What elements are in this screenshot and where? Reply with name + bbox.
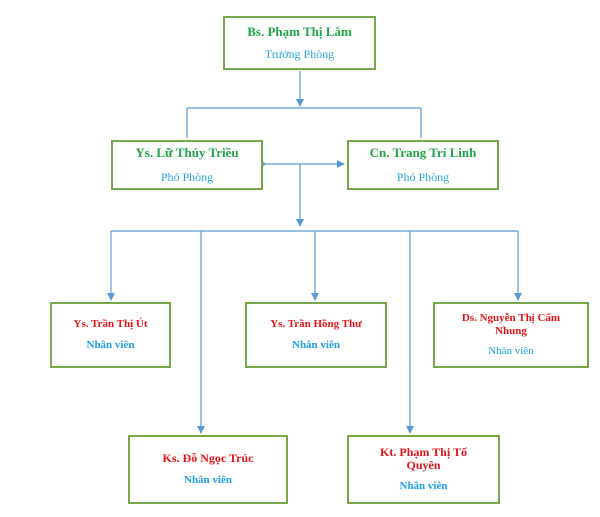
staff-name: Ys. Trần Hồng Thư xyxy=(270,317,362,330)
staff-node-3: Ds. Nguyễn Thị Cẩm Nhung Nhân viên xyxy=(433,302,589,368)
staff-role: Nhân viên xyxy=(292,339,340,352)
staff-node-4: Ks. Đỗ Ngọc Trúc Nhân viên xyxy=(128,435,288,504)
staff-node-1: Ys. Trần Thị Út Nhân viên xyxy=(50,302,171,368)
head-name: Bs. Phạm Thị Lắm xyxy=(247,23,352,39)
staff-role: Nhân viên xyxy=(488,344,534,357)
deputy-role: Phó Phòng xyxy=(396,169,450,184)
staff-name: Ks. Đỗ Ngọc Trúc xyxy=(162,450,254,465)
staff-node-5: Kt. Phạm Thị Tố Quyên Nhân viên xyxy=(347,435,500,504)
head-node: Bs. Phạm Thị Lắm Trưởng Phòng xyxy=(223,16,376,70)
deputy-node-2: Cn. Trang Trí Linh Phó Phòng xyxy=(347,140,499,190)
staff-role: Nhân viên xyxy=(184,474,232,487)
staff-role: Nhân viên xyxy=(399,480,448,493)
deputy-role: Phó Phòng xyxy=(160,169,214,184)
staff-name: Ys. Trần Thị Út xyxy=(73,317,148,330)
staff-node-2: Ys. Trần Hồng Thư Nhân viên xyxy=(245,302,387,368)
head-role: Trưởng Phòng xyxy=(264,46,335,61)
deputy-name: Ys. Lữ Thúy Triều xyxy=(135,144,239,160)
deputy-node-1: Ys. Lữ Thúy Triều Phó Phòng xyxy=(111,140,263,190)
staff-name: Ds. Nguyễn Thị Cẩm Nhung xyxy=(461,312,561,337)
staff-name: Kt. Phạm Thị Tố Quyên xyxy=(380,444,467,473)
staff-role: Nhân viên xyxy=(86,339,135,352)
deputy-name: Cn. Trang Trí Linh xyxy=(369,144,477,160)
